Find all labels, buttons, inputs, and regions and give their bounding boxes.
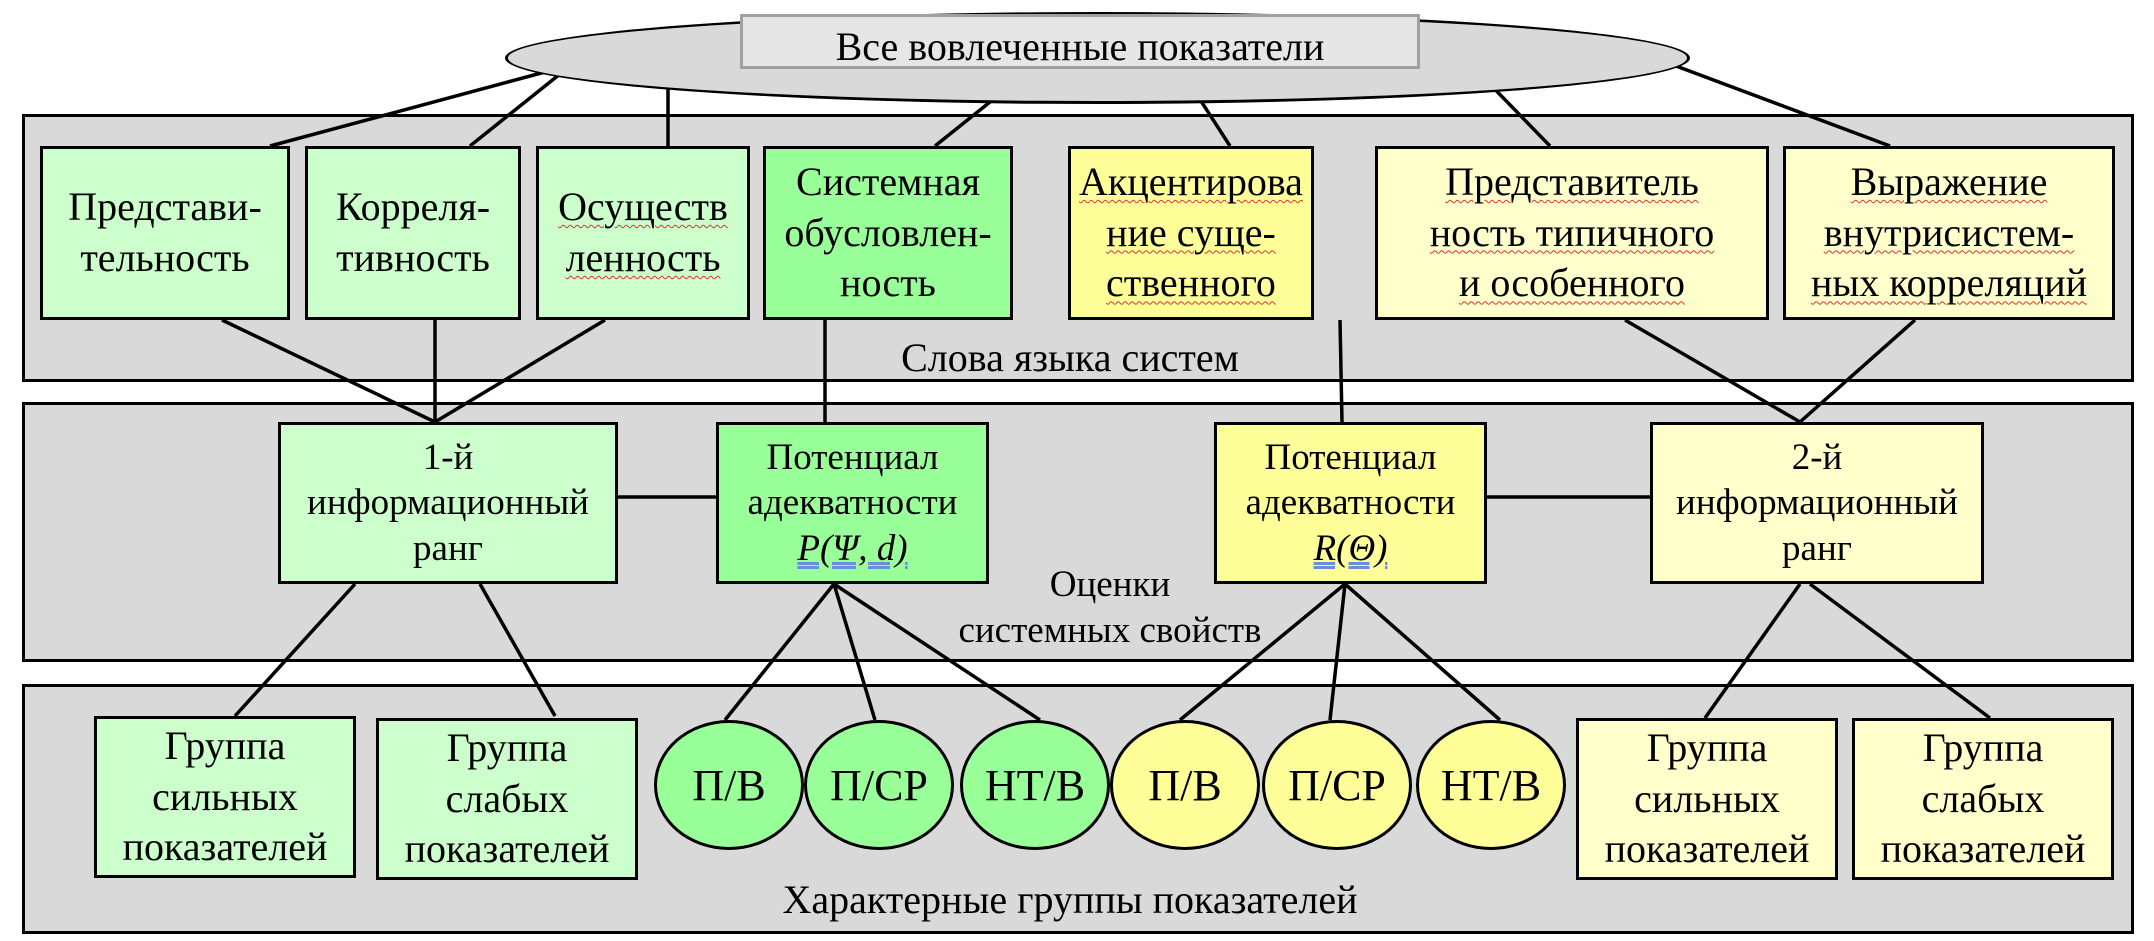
circle-nt-v-2: НТ/В bbox=[1416, 720, 1566, 850]
box-adequacy-potential-r: Потенциал адекватности R(Θ) bbox=[1214, 422, 1487, 584]
potential2-formula: R(Θ) bbox=[1313, 527, 1388, 569]
circle-p-v-2: П/В bbox=[1110, 720, 1260, 850]
group-weak-left: Группа слабых показателей bbox=[376, 718, 638, 880]
box-info-rank-1: 1-й информационный ранг bbox=[278, 422, 618, 584]
circle-p-sr-2: П/СР bbox=[1262, 720, 1412, 850]
box-system-conditionality: Системная обусловлен- ность bbox=[763, 146, 1013, 320]
box-emphasis-essential-label: Акцентирова ние суще- ственного bbox=[1079, 158, 1303, 306]
potential1-line2: адекватности bbox=[747, 482, 958, 524]
potential2-line2: адекватности bbox=[1245, 482, 1456, 524]
box-info-rank-2: 2-й информационный ранг bbox=[1650, 422, 1984, 584]
box-typical-representativeness: Представитель ность типичного и особенно… bbox=[1375, 146, 1769, 320]
group-strong-right: Группа сильных показателей bbox=[1576, 718, 1838, 880]
all-indicators-label: Все вовлеченные показатели bbox=[740, 14, 1420, 69]
band1-caption: Слова языка систем bbox=[901, 335, 1239, 380]
group-strong-left: Группа сильных показателей bbox=[94, 716, 356, 878]
box-intrasystem-correlations: Выражение внутрисистем- ных корреляций bbox=[1783, 146, 2115, 320]
potential2-line1: Потенциал bbox=[1264, 436, 1437, 478]
box-representativeness: Представи- тельность bbox=[40, 146, 290, 320]
box-intrasystem-correlations-label: Выражение внутрисистем- ных корреляций bbox=[1810, 158, 2087, 306]
box-emphasis-essential: Акцентирова ние суще- ственного bbox=[1068, 146, 1314, 320]
circle-nt-v-1: НТ/В bbox=[960, 720, 1110, 850]
group-weak-right: Группа слабых показателей bbox=[1852, 718, 2114, 880]
box-typical-representativeness-label: Представитель ность типичного и особенно… bbox=[1429, 158, 1715, 306]
box-implementation: Осуществ ленность bbox=[536, 146, 750, 320]
band3-caption: Характерные группы показателей bbox=[782, 877, 1358, 922]
potential1-line1: Потенциал bbox=[766, 436, 939, 478]
box-correlativity: Корреля- тивность bbox=[305, 146, 521, 320]
circle-p-sr-1: П/СР bbox=[804, 720, 954, 850]
band2-caption: Оценки системных свойств bbox=[958, 564, 1262, 651]
box-adequacy-potential-p: Потенциал адекватности P(Ψ, d) bbox=[716, 422, 989, 584]
circle-p-v-1: П/В bbox=[654, 720, 804, 850]
box-implementation-label: Осуществ ленность bbox=[558, 184, 728, 280]
potential1-formula: P(Ψ, d) bbox=[797, 527, 908, 569]
